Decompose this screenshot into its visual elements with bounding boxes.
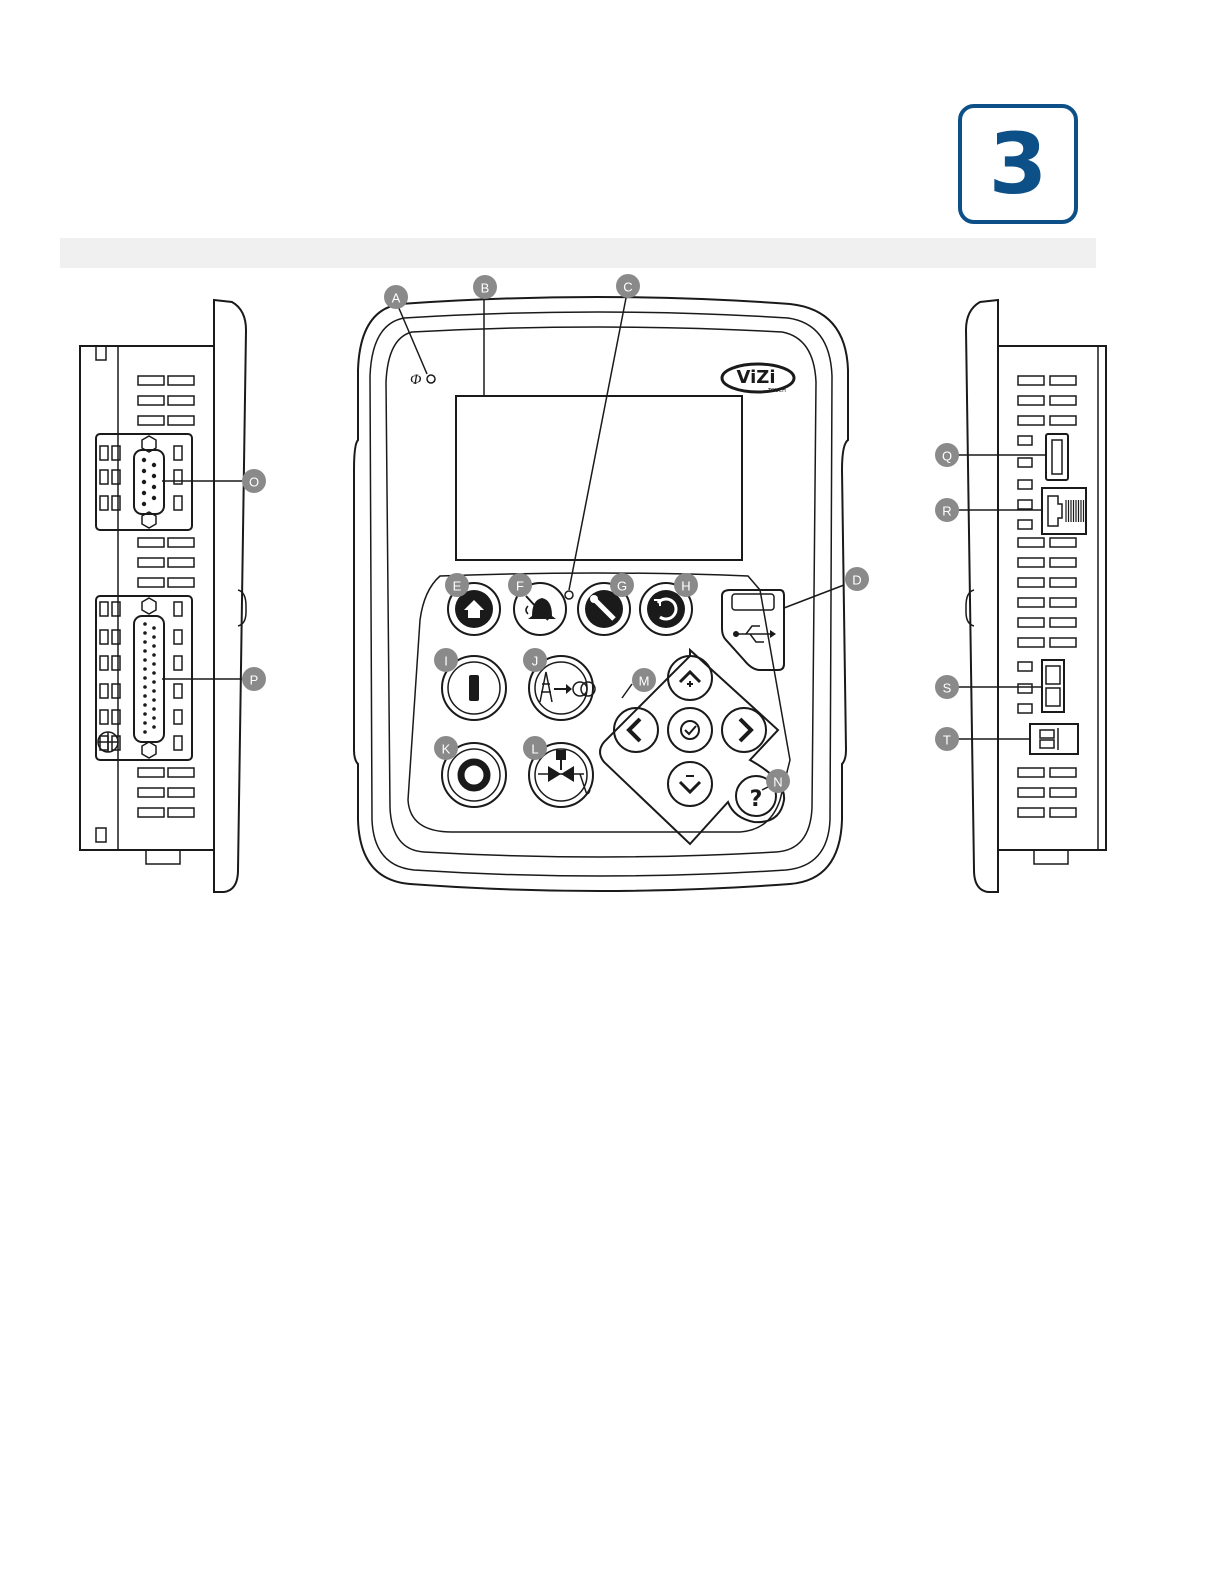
- generator-breaker-icon: [538, 750, 590, 794]
- callout-e: E: [445, 573, 469, 597]
- svg-text:C: C: [623, 280, 632, 295]
- svg-text:I: I: [444, 654, 448, 669]
- chevron-right-icon: [740, 719, 751, 741]
- chevron-up-icon: [680, 672, 700, 682]
- brand-logo-sub: TOUCH: [767, 388, 786, 394]
- nav-left-button[interactable]: [614, 708, 658, 752]
- svg-text:P: P: [250, 673, 259, 688]
- svg-text:B: B: [481, 281, 490, 296]
- callout-n: N: [766, 769, 790, 793]
- nav-down-button[interactable]: [668, 762, 712, 806]
- alarm-mute-icon: [528, 598, 556, 619]
- nav-right-button[interactable]: [722, 708, 766, 752]
- callout-k: K: [434, 736, 458, 760]
- svg-text:L: L: [531, 742, 538, 757]
- mains-transfer-icon: [540, 672, 595, 702]
- callout-j: J: [523, 648, 547, 672]
- svg-text:J: J: [532, 654, 539, 669]
- callout-b: B: [473, 275, 497, 299]
- leader-lines: [162, 298, 1046, 790]
- svg-text:N: N: [773, 775, 782, 790]
- svg-text:D: D: [852, 573, 861, 588]
- callout-l: L: [523, 736, 547, 760]
- brand-logo: ViZi TOUCH: [722, 364, 794, 394]
- front-view: Φ ViZi TOUCH: [354, 297, 848, 891]
- svg-text:R: R: [942, 504, 951, 519]
- callout-labels: A B C D E F G H I J K L M N O P Q R S T: [242, 274, 959, 793]
- callout-h: H: [674, 573, 698, 597]
- callout-a: A: [384, 285, 408, 309]
- callout-g: G: [610, 573, 634, 597]
- callout-m: M: [632, 668, 656, 692]
- svg-text:M: M: [639, 674, 650, 689]
- svg-text:F: F: [516, 579, 524, 594]
- svg-text:T: T: [943, 733, 951, 748]
- svg-text:G: G: [617, 579, 627, 594]
- start-icon: [469, 675, 479, 701]
- usb-icon: [733, 626, 776, 642]
- svg-text:A: A: [392, 291, 401, 306]
- brand-logo-main: ViZi: [736, 367, 775, 388]
- callout-c: C: [616, 274, 640, 298]
- power-symbol: Φ: [410, 372, 422, 388]
- svg-text:S: S: [943, 681, 952, 696]
- status-led: [565, 591, 573, 599]
- callout-s: S: [935, 675, 959, 699]
- check-icon: [685, 726, 696, 734]
- svg-text:E: E: [453, 579, 462, 594]
- chevron-left-icon: [629, 719, 640, 741]
- svg-text:O: O: [249, 475, 259, 490]
- callout-o: O: [242, 469, 266, 493]
- callout-r: R: [935, 498, 959, 522]
- callout-q: Q: [935, 443, 959, 467]
- callout-i: I: [434, 648, 458, 672]
- chevron-down-icon: [680, 782, 700, 792]
- callout-f: F: [508, 573, 532, 597]
- usb-port-cover[interactable]: [722, 590, 784, 670]
- callout-d: D: [845, 567, 869, 591]
- svg-text:K: K: [442, 742, 451, 757]
- callout-t: T: [935, 727, 959, 751]
- nav-ok-button[interactable]: [668, 708, 712, 752]
- nav-up-button[interactable]: [668, 656, 712, 700]
- stop-icon: [461, 762, 487, 788]
- svg-text:H: H: [681, 579, 690, 594]
- callout-p: P: [242, 667, 266, 691]
- left-side-view: [80, 300, 246, 892]
- power-led: [427, 375, 435, 383]
- svg-text:Q: Q: [942, 449, 952, 464]
- help-icon: ?: [750, 787, 763, 812]
- right-side-view: [966, 300, 1106, 892]
